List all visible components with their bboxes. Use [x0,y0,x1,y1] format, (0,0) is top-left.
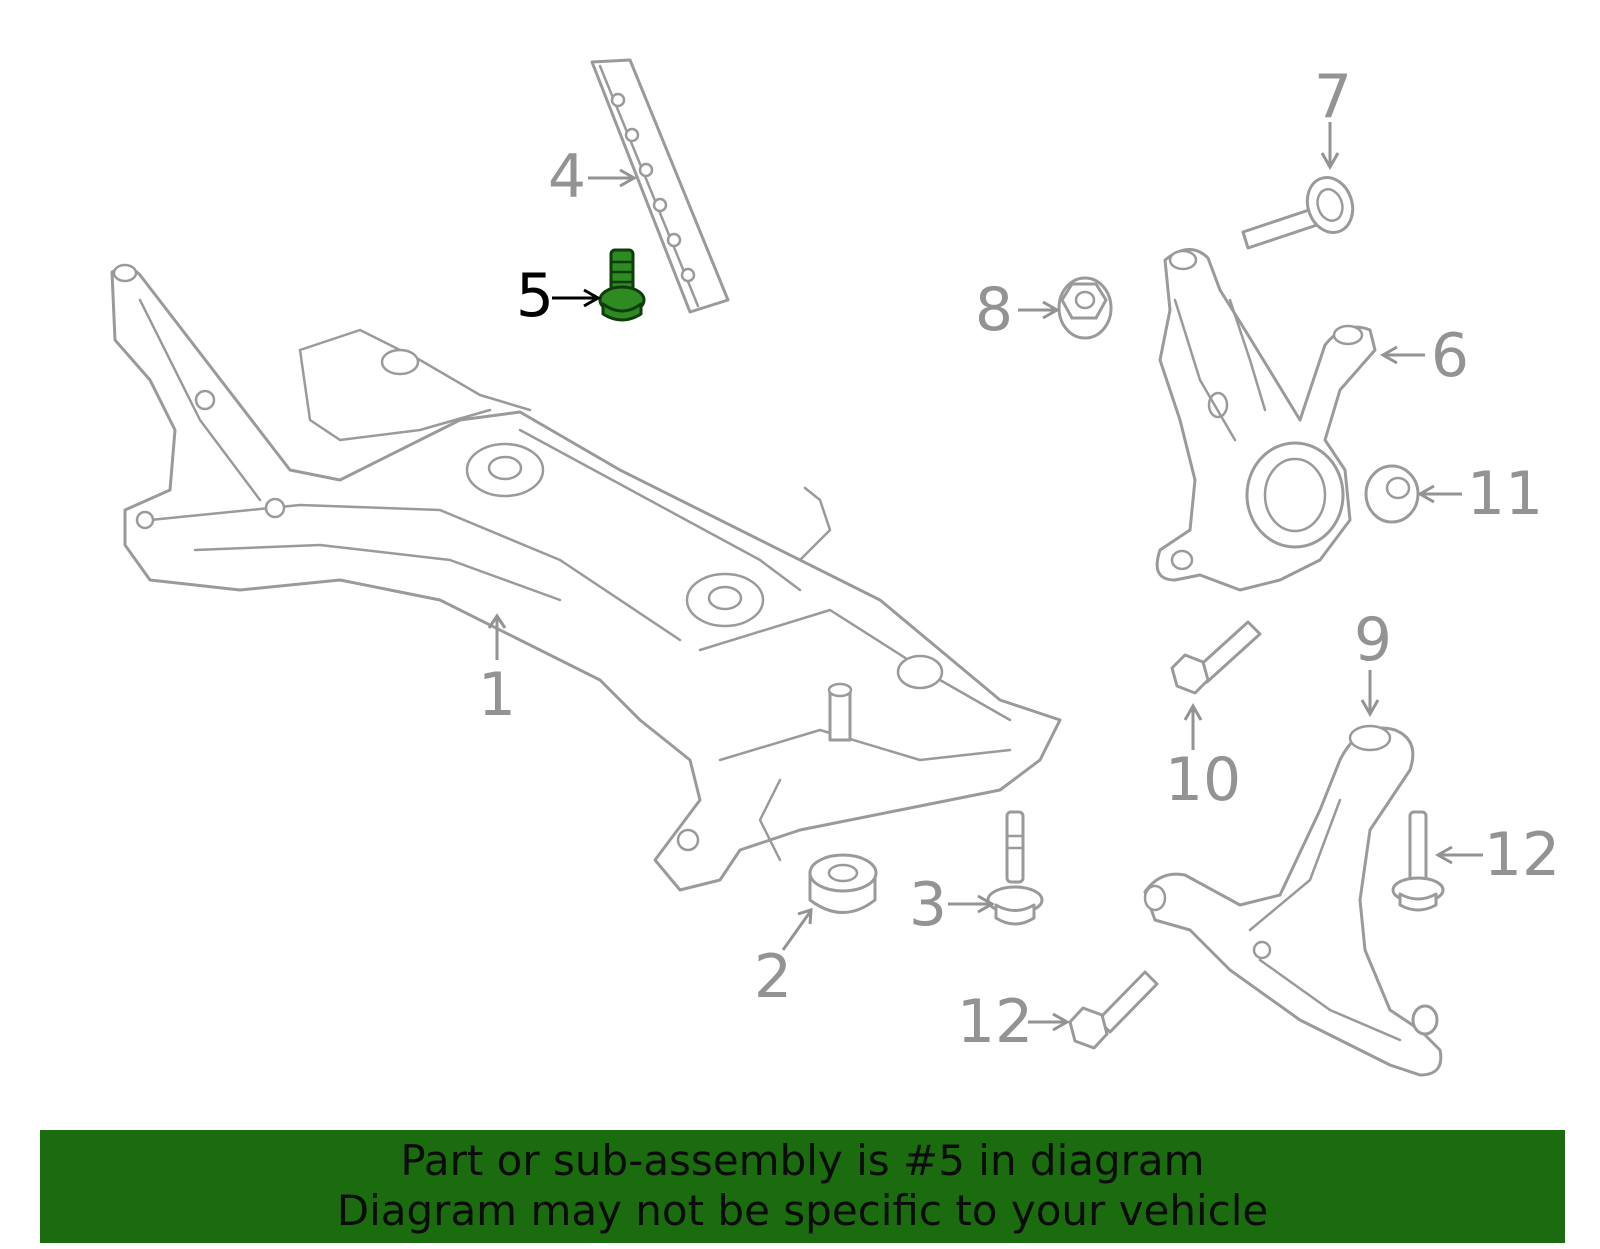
part-6-steering-knuckle[interactable] [1155,248,1377,592]
leader-6 [1379,345,1425,365]
part-10-bolt[interactable] [1170,620,1262,695]
callout-12b: 12 [957,987,1033,1057]
callout-11: 11 [1467,459,1543,529]
leader-5 [552,288,602,308]
caption-banner: Part or sub-assembly is #5 in diagram Di… [40,1130,1565,1243]
part-11-nut[interactable] [1364,464,1420,524]
part-4-reinforcement-bar[interactable] [590,58,730,314]
callout-6: 6 [1431,321,1469,391]
caption-line-1: Part or sub-assembly is #5 in diagram [400,1136,1205,1185]
callout-numbers: 1 2 3 4 5 6 7 8 9 10 11 12 12 [478,62,1560,1057]
leader-12a [1434,845,1483,865]
leader-1 [487,613,507,660]
callout-8: 8 [975,275,1013,345]
part-3-bolt[interactable] [986,810,1044,926]
leader-9 [1360,670,1380,718]
leader-12b [1028,1012,1071,1032]
part-2-bushing[interactable] [808,853,878,914]
callout-5: 5 [516,261,554,331]
part-1-subframe[interactable] [110,263,1062,892]
callout-4: 4 [548,142,586,212]
part-12-bolt-upper[interactable] [1391,810,1445,912]
callout-7: 7 [1314,62,1352,132]
leader-8 [1018,300,1061,320]
callout-2: 2 [754,942,792,1012]
part-9-lower-control-arm[interactable] [1143,724,1443,1077]
leader-7 [1320,122,1340,171]
leader-10 [1183,702,1203,750]
callout-12a: 12 [1484,820,1560,890]
callout-leaders [487,122,1483,1032]
leader-3 [948,894,996,914]
callout-1: 1 [478,660,516,730]
part-8-nut[interactable] [1057,276,1113,340]
part-5-bolt[interactable] [598,248,646,322]
callout-10: 10 [1165,745,1241,815]
caption-line-2: Diagram may not be specific to your vehi… [336,1186,1269,1235]
callout-9: 9 [1354,605,1392,675]
callout-3: 3 [909,870,947,940]
part-7-bolt[interactable] [1241,172,1360,250]
leader-2 [781,907,813,951]
leader-11 [1416,484,1462,504]
leader-4 [588,168,638,188]
part-12-bolt-lower[interactable] [1068,970,1159,1050]
